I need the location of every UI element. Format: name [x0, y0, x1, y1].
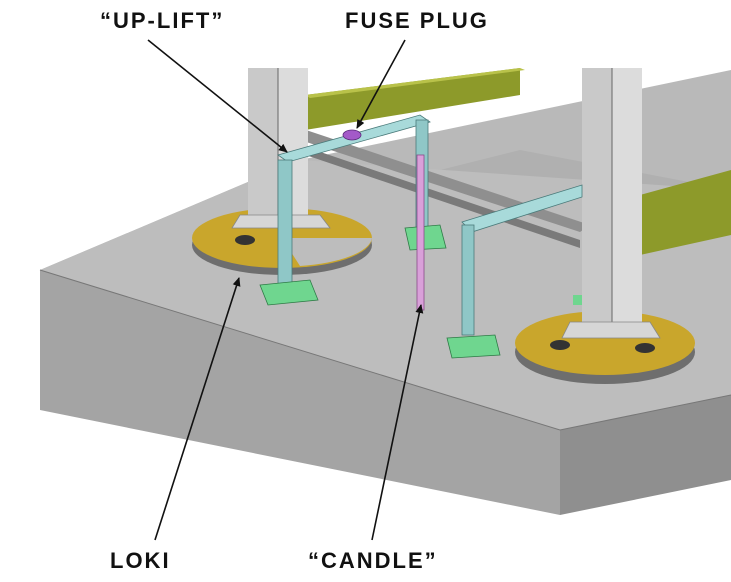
callout-candle-label: “CANDLE” [308, 548, 438, 573]
callout-uplift-label: “UP-LIFT” [100, 8, 224, 33]
callout-loki-label: LOKI [110, 548, 171, 573]
uplift-frame-right [461, 184, 583, 336]
callout-fuse-plug-label: FUSE PLUG [345, 8, 489, 33]
column-right [561, 68, 661, 339]
leader-loki [154, 277, 241, 541]
leader-candle [371, 304, 424, 541]
anchor-brackets [259, 224, 582, 359]
fuse-plug [342, 129, 362, 141]
candle-rod [416, 154, 425, 311]
leader-uplift [147, 39, 288, 153]
leader-fuse-plug [356, 39, 406, 129]
